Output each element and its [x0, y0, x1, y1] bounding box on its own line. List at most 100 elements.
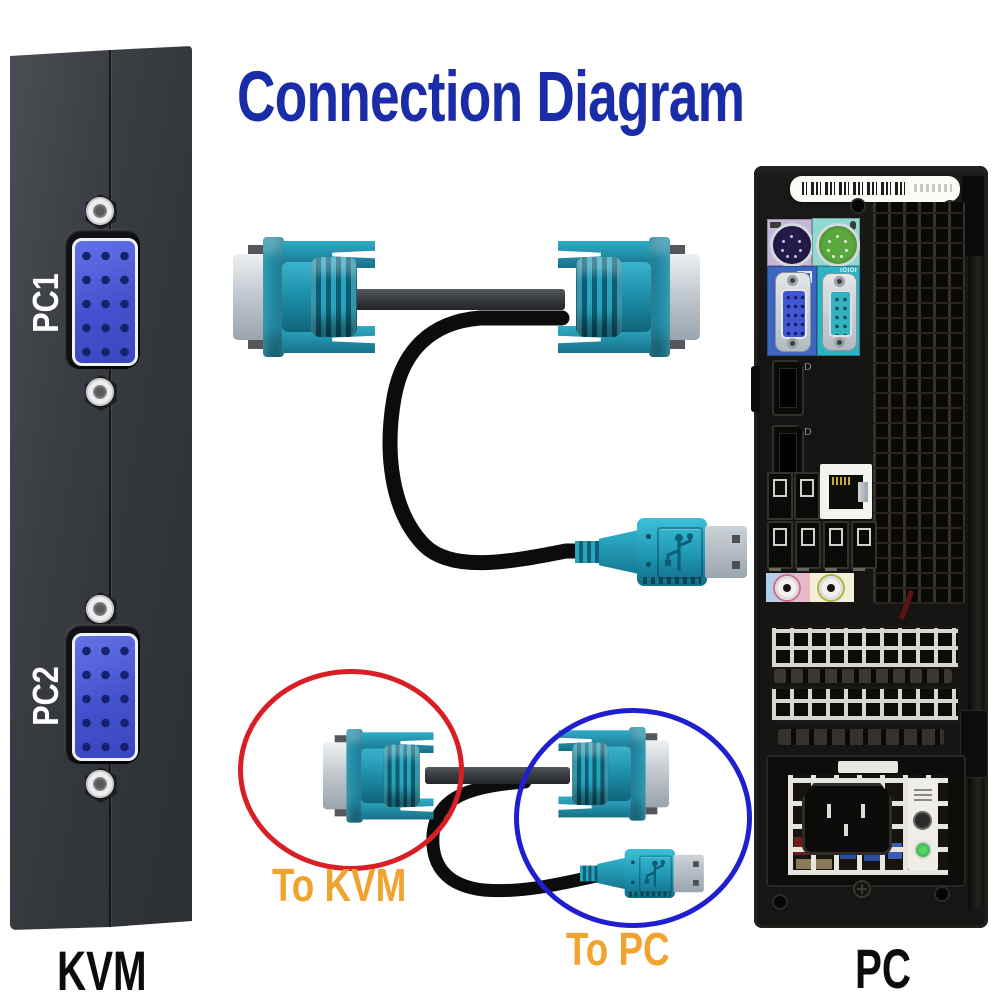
- serial-area: IOIOI: [817, 266, 860, 356]
- kvm-vga-port-pc1: [64, 229, 140, 369]
- usb-port-icon: [823, 521, 849, 569]
- usb-port-icon: [851, 521, 877, 569]
- power-pin: [827, 804, 831, 818]
- tower-side-tab: [751, 366, 760, 412]
- expansion-slot-cover: [770, 687, 960, 722]
- vga-connector-right-top: [558, 237, 700, 357]
- audio-line-out-area: [810, 573, 854, 602]
- power-pin: [844, 824, 848, 836]
- to-pc-highlight-circle: [514, 708, 752, 928]
- ps2-pins: [836, 235, 839, 238]
- power-led-icon: [916, 843, 930, 857]
- case-screw-icon: [855, 882, 869, 896]
- vga-plug-shell-icon: [667, 254, 700, 340]
- strain-relief-ribs: [311, 257, 357, 337]
- psu-text-marks: [914, 787, 932, 801]
- power-supply-panel: [766, 755, 966, 887]
- port-screw-icon: [787, 275, 798, 286]
- usb-symbol-icon: [797, 568, 809, 571]
- port-screw-icon: [787, 338, 798, 349]
- tower-latch: [962, 176, 984, 256]
- displayport-icon: [772, 425, 804, 481]
- connector-flange: [263, 237, 284, 357]
- expansion-slot-cover: [770, 626, 960, 669]
- screw-hole-icon: [86, 770, 114, 798]
- panel-seam: [109, 46, 111, 930]
- ps2-pins: [790, 235, 793, 238]
- vent-grille: [873, 202, 965, 604]
- serial-bracket: [822, 273, 857, 351]
- vga-cable-top: [350, 289, 565, 310]
- ps2-keyboard-port-icon: [770, 223, 814, 267]
- kvm-caption: KVM: [57, 939, 147, 1000]
- voltage-switch-icon: [915, 813, 930, 828]
- psu-connector: [838, 761, 898, 773]
- vga-connector-left-top: [233, 237, 375, 357]
- sticker-text: [914, 184, 952, 192]
- rj45-pins: [832, 477, 852, 485]
- usb-symbol-icon: [657, 527, 703, 579]
- connector-neck: [599, 530, 639, 574]
- usb-symbol-icon: [825, 568, 837, 571]
- usb-metal-tip-icon: [705, 526, 747, 578]
- displayport-icon: [772, 360, 804, 416]
- slot-vent-row: [778, 729, 944, 745]
- rj45-clip: [858, 482, 868, 502]
- power-inlet-icon: [802, 783, 892, 855]
- vga-plug-shell-icon: [233, 254, 266, 340]
- keyboard-icon: [770, 222, 781, 228]
- case-screw-icon: [936, 888, 948, 900]
- usb-connector-top: [575, 518, 747, 586]
- usb-cable-top: [382, 310, 592, 571]
- case-screw-icon: [774, 896, 786, 908]
- displayport-logo-icon: D: [804, 362, 812, 373]
- ps2-mouse-area: [812, 218, 860, 267]
- serial-port-icon: [829, 290, 852, 337]
- tower-side-rail: [968, 178, 984, 908]
- psu-label-strip: [908, 779, 938, 871]
- page-title: Connection Diagram: [237, 58, 745, 137]
- usb-port-icon: [794, 472, 820, 520]
- audio-line-in-area: [766, 573, 810, 602]
- port-screw-icon: [834, 276, 845, 287]
- rivet-icon: [646, 562, 651, 567]
- usb-plug-body: [637, 518, 707, 586]
- vga-bracket: [775, 272, 811, 352]
- service-tag-sticker: [790, 176, 960, 202]
- strain-relief-ribs: [576, 257, 622, 337]
- vga-port-icon: [781, 289, 807, 339]
- screw-hole-icon: [86, 197, 114, 225]
- to-pc-label: To PC: [566, 923, 670, 975]
- vga-port-icon: [72, 238, 138, 366]
- strain-relief-ribs: [575, 541, 601, 563]
- slot-separator: [774, 669, 952, 683]
- screw-hole-icon: [86, 378, 114, 406]
- pc-tower-rear: IOIOI D D: [751, 166, 988, 928]
- usb-symbol-icon: [769, 568, 781, 571]
- connector-flange: [649, 237, 670, 357]
- vga-port-icon: [72, 633, 138, 761]
- kvm-port-label-pc1: PC1: [25, 273, 66, 333]
- port-screw-icon: [834, 337, 845, 348]
- to-kvm-label: To KVM: [272, 859, 407, 911]
- vga-area: [767, 266, 817, 356]
- ps2-keyboard-area: [767, 219, 814, 267]
- audio-out-jack-icon: [819, 576, 843, 600]
- usb-symbol-icon: [853, 568, 865, 571]
- ps2-mouse-port-icon: [816, 223, 860, 267]
- rivet-icon: [646, 534, 651, 539]
- usb-port-icon: [767, 472, 793, 520]
- internal-wire: [796, 859, 832, 869]
- screw-hole-icon: [86, 595, 114, 623]
- kvm-port-label-pc2: PC2: [25, 666, 66, 726]
- case-screw-icon: [852, 200, 864, 212]
- power-pin: [861, 804, 865, 818]
- usb-port-icon: [767, 521, 793, 569]
- kvm-vga-port-pc2: [64, 624, 140, 764]
- barcode-icon: [802, 182, 908, 195]
- ethernet-port-icon: [820, 464, 872, 519]
- to-kvm-highlight-circle: [238, 669, 464, 871]
- usb-port-icon: [795, 521, 821, 569]
- mouse-icon: [850, 221, 856, 230]
